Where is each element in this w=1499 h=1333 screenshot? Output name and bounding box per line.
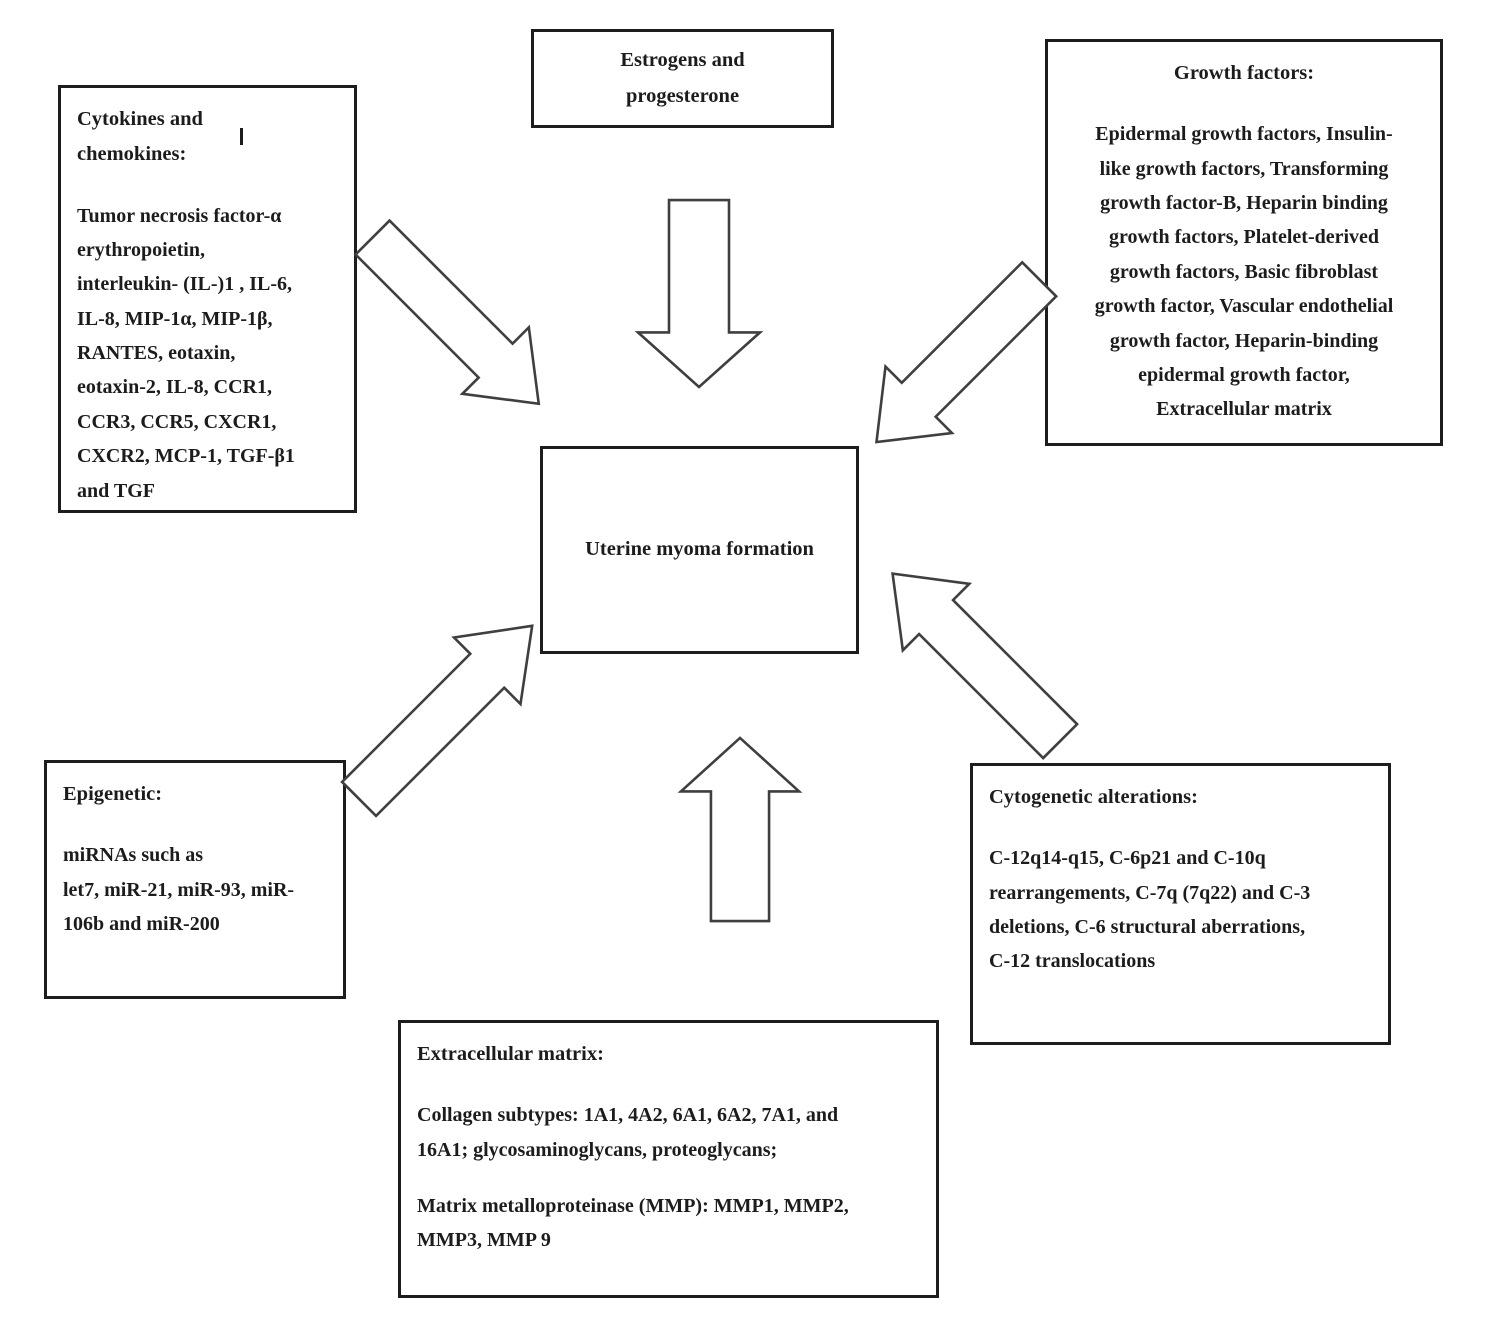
box-epigenetic-body: miRNAs such as let7, miR-21, miR-93, miR… xyxy=(63,844,295,936)
arrow-cytokines-to-center-icon xyxy=(336,201,576,441)
box-growth-factors-title: Growth factors: xyxy=(1173,62,1315,84)
box-cytokines-chemokines: Cytokines and chemokines: Tumor necrosis… xyxy=(58,85,357,513)
box-epigenetic-title: Epigenetic: xyxy=(63,783,163,805)
box-ecm-title: Extracellular matrix: xyxy=(417,1043,604,1065)
box-extracellular-matrix: Extracellular matrix: Collagen subtypes:… xyxy=(398,1020,939,1298)
box-estrogens-title: Estrogens and progesterone xyxy=(620,49,745,107)
text-cursor-artifact xyxy=(240,128,243,145)
arrow-cytogenetic-to-center-icon xyxy=(855,536,1097,778)
box-ecm-body-collagen: Collagen subtypes: 1A1, 4A2, 6A1, 6A2, 7… xyxy=(417,1104,839,1161)
box-ecm-body-mmp: Matrix metalloproteinase (MMP): MMP1, MM… xyxy=(417,1195,849,1252)
box-uterine-myoma-formation: Uterine myoma formation xyxy=(540,446,859,654)
box-growth-factors-body: Epidermal growth factors, Insulin- like … xyxy=(1094,123,1394,421)
box-center-title: Uterine myoma formation xyxy=(585,538,814,561)
box-cytokines-title: Cytokines and chemokines: xyxy=(77,108,203,166)
arrow-epigenetic-to-center-icon xyxy=(322,588,569,835)
box-cytogenetic-body: C-12q14-q15, C-6p21 and C-10q rearrangem… xyxy=(989,847,1311,973)
box-cytogenetic-title: Cytogenetic alterations: xyxy=(989,786,1198,808)
box-epigenetic: Epigenetic: miRNAs such as let7, miR-21,… xyxy=(44,760,346,999)
arrow-estrogens-to-center-icon xyxy=(635,198,763,390)
box-growth-factors: Growth factors: Epidermal growth factors… xyxy=(1045,39,1443,446)
box-cytokines-body: Tumor necrosis factor-α erythropoietin, … xyxy=(77,204,295,502)
arrow-growth-factors-to-center-icon xyxy=(839,243,1076,480)
box-estrogens-progesterone: Estrogens and progesterone xyxy=(531,29,834,128)
arrow-extracellular-matrix-to-center-icon xyxy=(678,735,802,923)
box-cytogenetic-alterations: Cytogenetic alterations: C-12q14-q15, C-… xyxy=(970,763,1391,1045)
